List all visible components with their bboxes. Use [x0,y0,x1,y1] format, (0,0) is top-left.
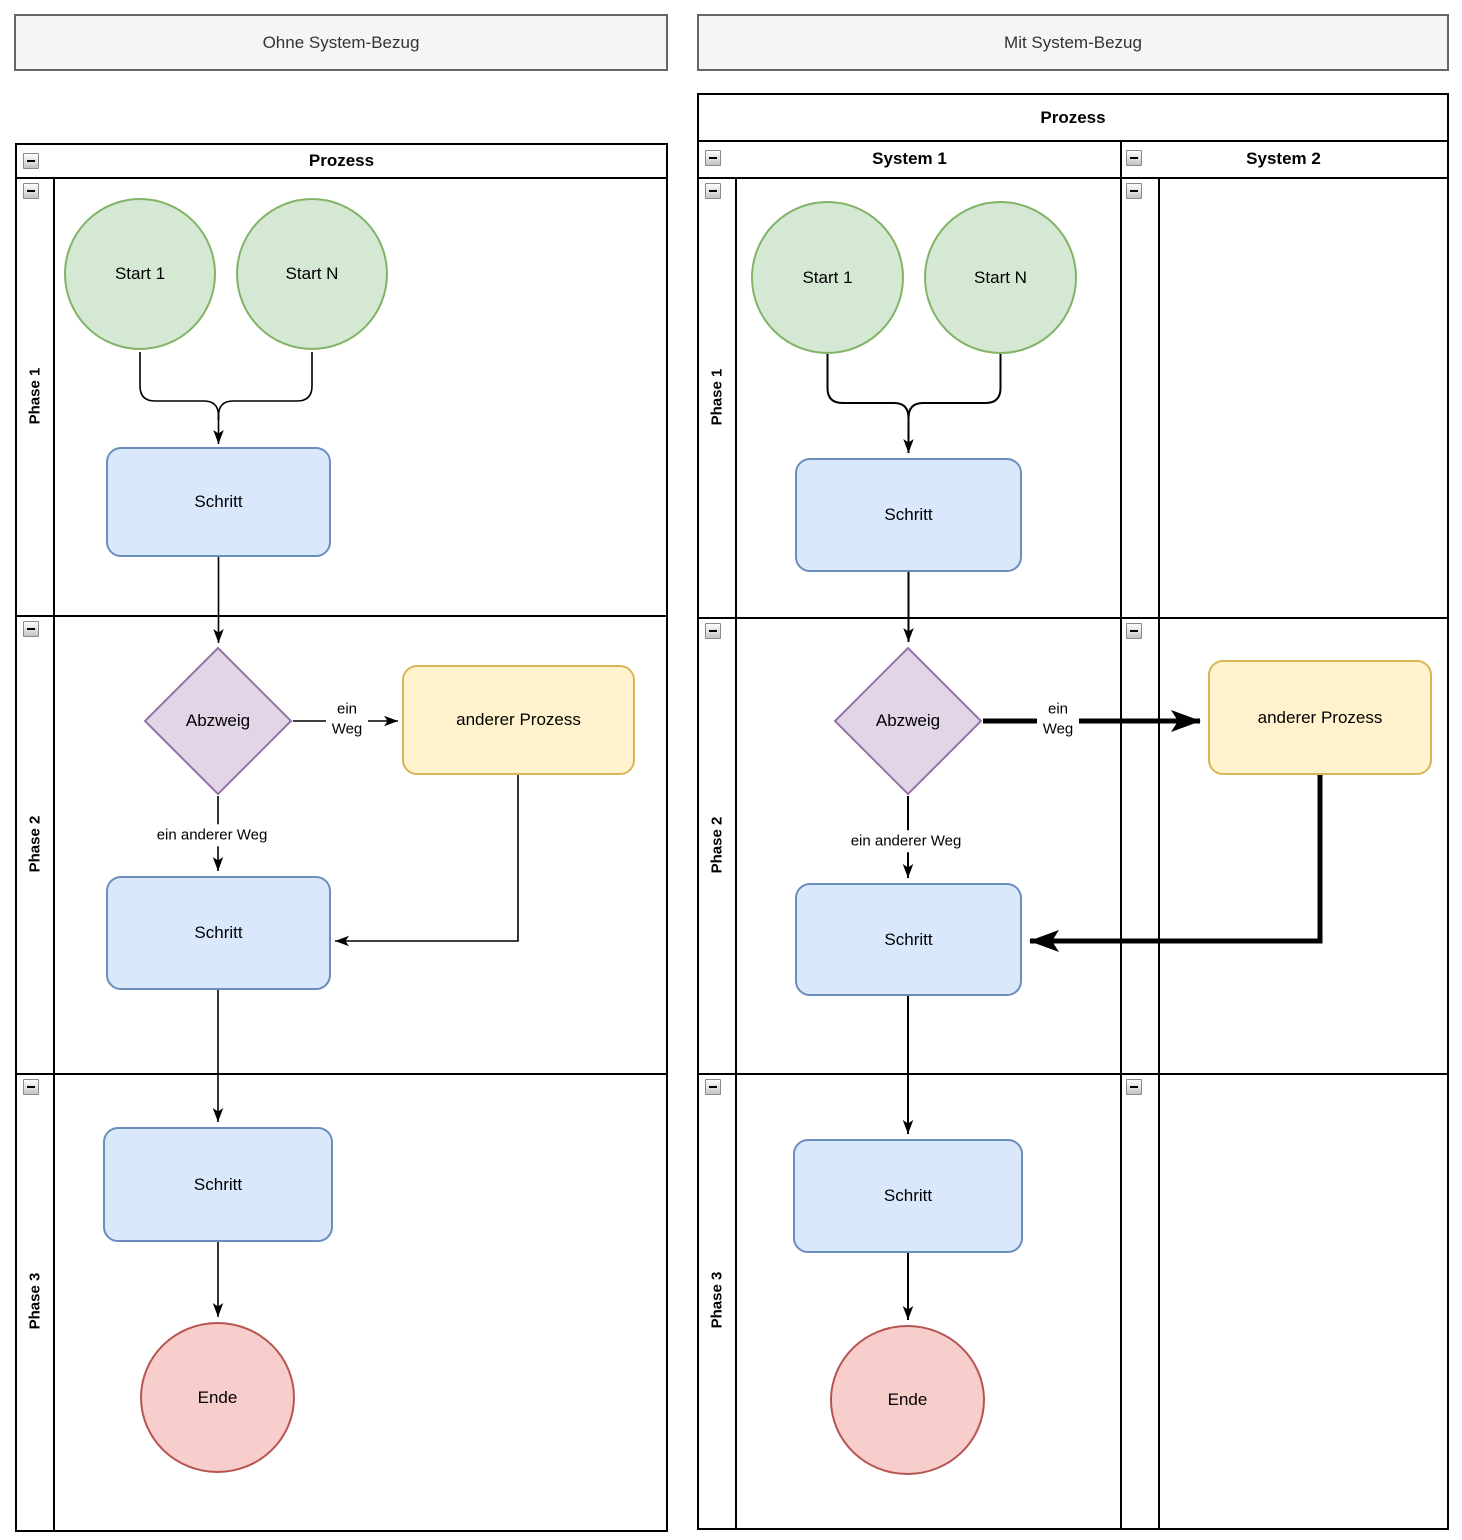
system-1-label: System 1 [872,148,947,168]
divider [1158,177,1160,1528]
node-step-3[interactable]: Schritt [793,1139,1023,1253]
collapse-icon[interactable] [705,623,721,639]
left-pool-title-label: Prozess [308,151,375,170]
minus-glyph [1130,190,1138,192]
node-start-n[interactable]: Start N [236,198,388,350]
node-label: Start N [974,267,1027,287]
node-step-1[interactable]: Schritt [106,447,331,557]
lane-header-system-1[interactable]: System 1 [699,140,1120,177]
divider [699,177,1447,179]
minus-glyph [1130,157,1138,159]
divider [17,615,666,617]
collapse-icon[interactable] [1126,623,1142,639]
node-step-2[interactable]: Schritt [106,876,331,990]
node-label: Schritt [194,923,243,942]
collapse-icon[interactable] [23,153,39,169]
right-pool-title[interactable]: Prozess [699,95,1447,140]
left-pool-title[interactable]: Prozess [17,145,666,177]
node-label: Start 1 [802,267,853,287]
node-step-3[interactable]: Schritt [103,1127,333,1242]
node-start-1[interactable]: Start 1 [64,198,216,350]
collapse-icon[interactable] [705,1079,721,1095]
node-decision[interactable]: Abzweig [833,646,983,796]
collapse-icon[interactable] [705,150,721,166]
node-label: Abzweig [875,711,941,730]
left-header-box[interactable]: Ohne System-Bezug [14,14,668,71]
lane-label-phase-1[interactable]: Phase 1 [26,367,44,425]
collapse-icon[interactable] [23,1079,39,1095]
right-header-box[interactable]: Mit System-Bezug [697,14,1449,71]
collapse-icon[interactable] [705,183,721,199]
node-label: anderer Prozess [456,710,581,729]
right-header-label: Mit System-Bezug [1004,32,1142,52]
node-end[interactable]: Ende [140,1322,295,1473]
collapse-icon[interactable] [1126,183,1142,199]
collapse-icon[interactable] [1126,150,1142,166]
system-2-label: System 2 [1246,148,1321,168]
minus-glyph [27,628,35,630]
lane-label-phase-2[interactable]: Phase 2 [26,815,44,873]
node-label: Abzweig [185,711,251,730]
divider [17,1073,666,1075]
lane-label-phase-1[interactable]: Phase 1 [708,368,726,426]
node-step-1[interactable]: Schritt [795,458,1022,572]
lane-header-system-2[interactable]: System 2 [1120,140,1447,177]
node-step-2[interactable]: Schritt [795,883,1022,996]
lane-label-phase-2[interactable]: Phase 2 [708,816,726,874]
node-start-n[interactable]: Start N [924,201,1077,354]
lane-label-phase-3[interactable]: Phase 3 [26,1272,44,1330]
divider [699,617,1447,619]
divider [699,1073,1447,1075]
minus-glyph [1130,1086,1138,1088]
node-label: Start N [285,264,339,283]
node-label: Ende [887,1390,928,1409]
minus-glyph [709,190,717,192]
diamond-shape [833,646,983,796]
edge-label-one-way[interactable]: ein Weg [1037,698,1079,740]
node-other-process[interactable]: anderer Prozess [1208,660,1432,775]
system-boundary-divider [1120,140,1122,1528]
divider [699,140,1447,142]
node-decision[interactable]: Abzweig [143,646,293,796]
lane-label-phase-3[interactable]: Phase 3 [708,1271,726,1329]
collapse-icon[interactable] [23,183,39,199]
edge-label-another-way[interactable]: ein anderer Weg [848,830,964,852]
node-label: Schritt [193,1174,243,1194]
minus-glyph [27,1086,35,1088]
node-start-1[interactable]: Start 1 [751,201,904,354]
left-pool: Prozess Phase 1 Phase 2 Phase 3 [15,143,668,1532]
node-label: anderer Prozess [1257,707,1383,727]
collapse-icon[interactable] [23,621,39,637]
node-label: Ende [197,1387,238,1407]
node-label: Start 1 [114,264,166,283]
minus-glyph [27,160,35,162]
divider [53,177,55,1530]
node-end[interactable]: Ende [830,1325,985,1475]
minus-glyph [709,157,717,159]
edge-label-one-way[interactable]: ein Weg [326,698,368,740]
divider [17,177,666,179]
node-label: Schritt [884,929,933,949]
right-pool-title-label: Prozess [1040,107,1106,127]
minus-glyph [27,190,35,192]
left-header-label: Ohne System-Bezug [262,32,420,52]
minus-glyph [709,1086,717,1088]
divider [735,177,737,1528]
node-label: Schritt [884,505,933,524]
node-label: Schritt [194,492,243,511]
minus-glyph [1130,630,1138,632]
node-other-process[interactable]: anderer Prozess [402,665,635,775]
collapse-icon[interactable] [1126,1079,1142,1095]
node-label: Schritt [883,1186,933,1205]
diamond-shape [143,646,293,796]
minus-glyph [709,630,717,632]
edge-label-another-way[interactable]: ein anderer Weg [154,824,270,846]
